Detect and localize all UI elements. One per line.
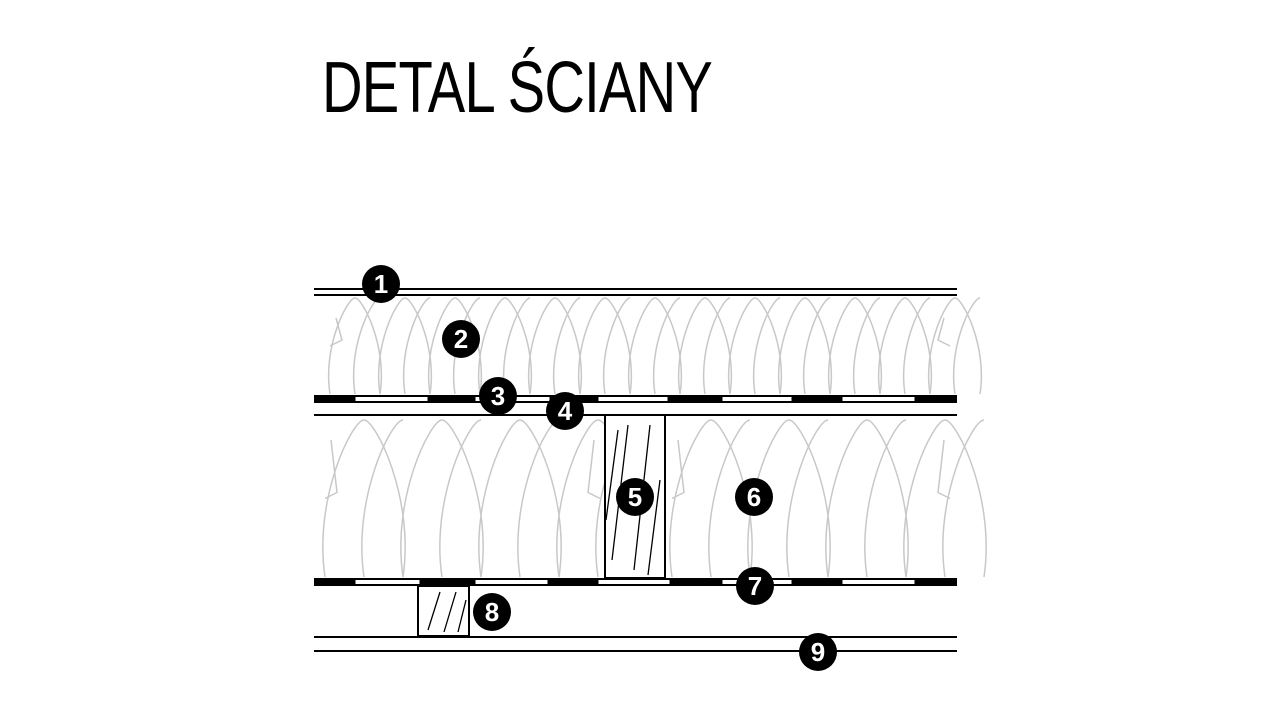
callout-6: 6 <box>735 478 773 516</box>
outer-cladding <box>314 288 957 296</box>
membrane-top <box>314 395 957 416</box>
membrane-bottom <box>314 578 957 586</box>
inner-board <box>314 636 957 652</box>
callout-label: 6 <box>747 482 761 512</box>
callout-label: 3 <box>491 381 505 411</box>
callout-label: 2 <box>454 324 468 354</box>
batten <box>417 585 470 637</box>
outer-insulation <box>327 297 983 395</box>
callout-9: 9 <box>799 633 837 671</box>
callout-label: 4 <box>558 396 573 426</box>
callout-3: 3 <box>479 377 517 415</box>
callout-label: 7 <box>748 571 762 601</box>
callout-8: 8 <box>473 593 511 631</box>
main-insulation <box>322 419 987 578</box>
callout-label: 8 <box>485 597 499 627</box>
callout-2: 2 <box>442 320 480 358</box>
callout-label: 1 <box>374 269 388 299</box>
callout-1: 1 <box>362 265 400 303</box>
callout-4: 4 <box>546 392 584 430</box>
page-title: DETAL ŚCIANY <box>322 48 713 128</box>
callout-label: 5 <box>628 482 642 512</box>
callout-7: 7 <box>736 567 774 605</box>
callout-label: 9 <box>811 637 825 667</box>
callout-5: 5 <box>616 478 654 516</box>
